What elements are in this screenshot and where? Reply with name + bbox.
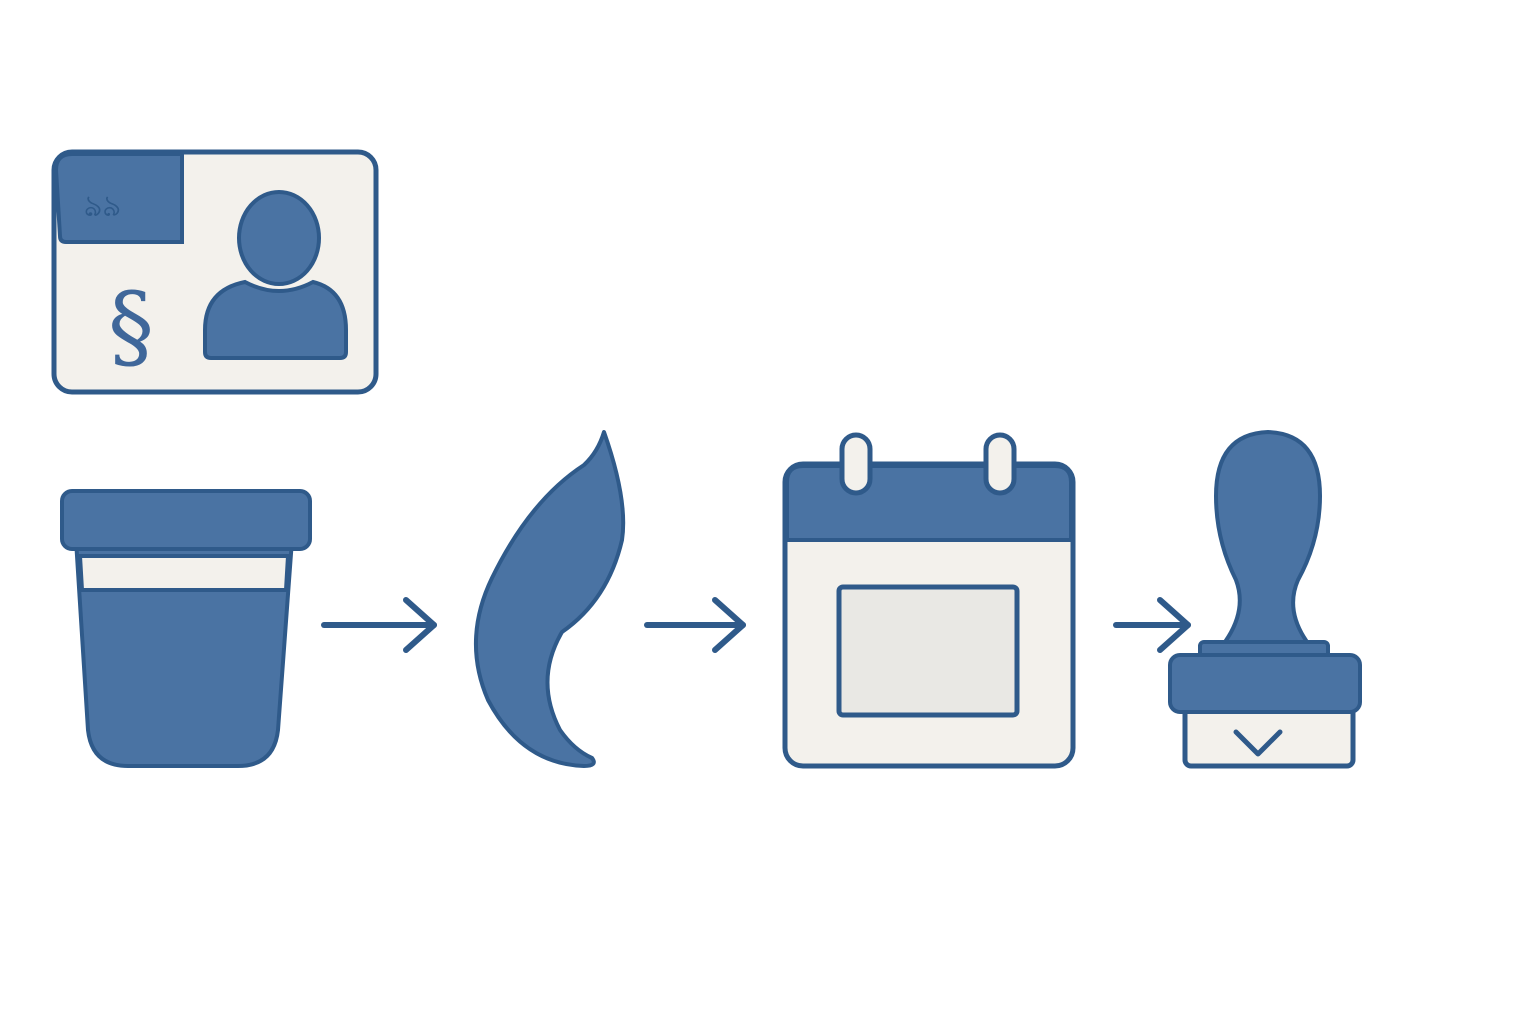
portrait-shoulders — [203, 279, 348, 360]
arrow-right-icon — [1113, 597, 1191, 653]
rubber-stamp-icon — [1168, 430, 1362, 769]
arrow-1-head — [403, 597, 437, 653]
calendar-ring-left — [839, 432, 873, 496]
id-card-section-symbol: § — [108, 273, 154, 380]
arrow-right-icon — [321, 597, 437, 653]
specimen-cup-label-band — [77, 554, 291, 592]
specimen-cup-lid — [60, 489, 312, 551]
calendar-icon — [782, 432, 1076, 769]
calendar-ring-right — [983, 432, 1017, 496]
specimen-cup-icon — [60, 489, 312, 768]
specimen-cup-body — [73, 538, 295, 768]
stamp-base-block — [1168, 653, 1362, 714]
curved-leaf-shape — [474, 430, 626, 768]
curved-leaf-icon — [474, 430, 626, 768]
portrait-head — [237, 190, 321, 286]
person-silhouette-icon — [203, 190, 348, 360]
calendar-date-panel — [836, 584, 1020, 718]
calendar-header-band — [785, 464, 1073, 542]
arrow-2-head — [712, 597, 746, 653]
arrow-3-head — [1157, 597, 1191, 653]
stamp-handle — [1200, 430, 1332, 662]
id-card-corner-glyphs: ঌ৯ — [84, 189, 122, 224]
id-card-corner-panel — [53, 152, 184, 244]
stamp-check-mark — [1233, 729, 1283, 757]
arrow-right-icon — [644, 597, 746, 653]
id-card-icon: ঌ৯ § — [51, 149, 379, 395]
